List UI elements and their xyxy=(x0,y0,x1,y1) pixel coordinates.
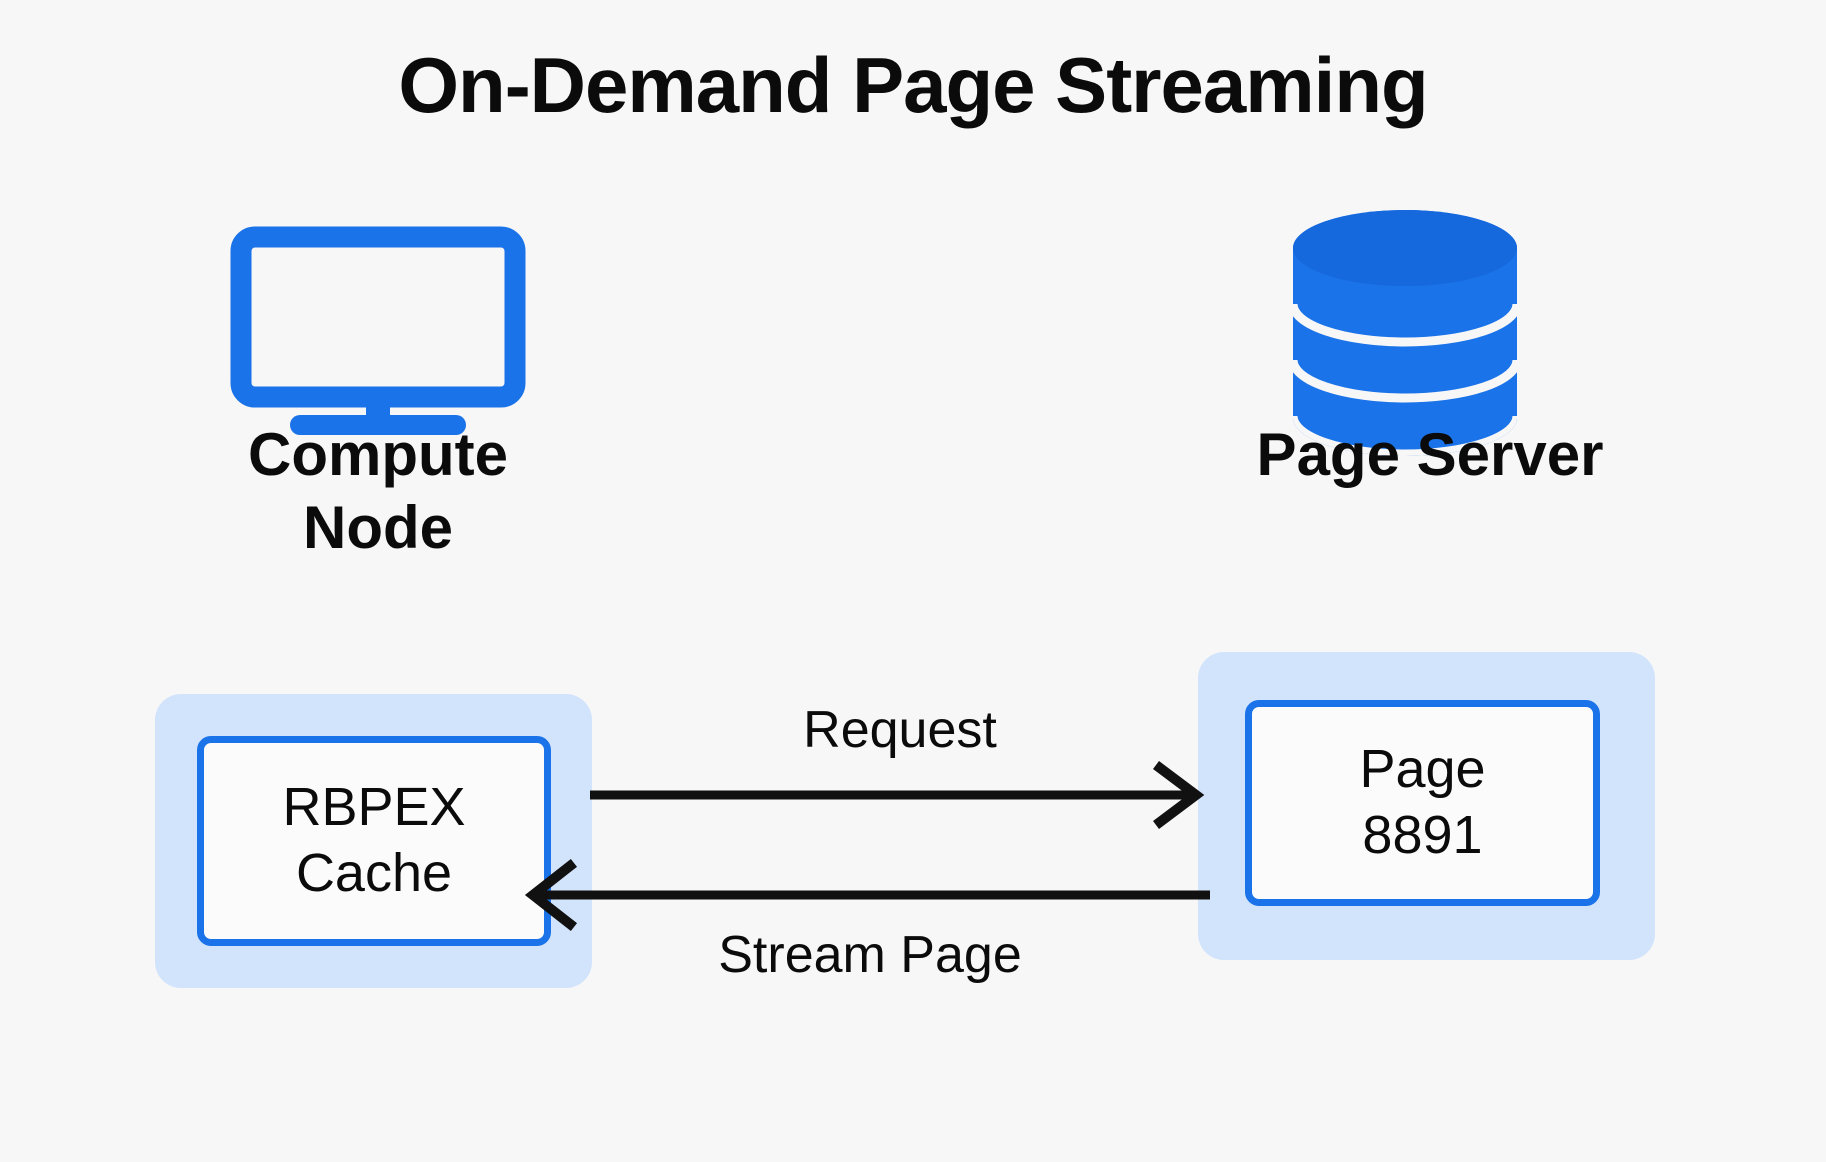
rbpex-cache-box[interactable]: RBPEX Cache xyxy=(197,736,551,946)
stream-page-arrow-label: Stream Page xyxy=(718,926,1022,984)
page-title: On-Demand Page Streaming xyxy=(398,41,1428,129)
database-icon xyxy=(1285,210,1525,465)
stream-page-arrow-icon xyxy=(524,858,1210,932)
page-id-label: Page 8891 xyxy=(1359,739,1486,865)
rbpex-cache-label: RBPEX Cache xyxy=(282,777,466,903)
compute-node-label: Compute Node xyxy=(248,421,508,562)
monitor-icon xyxy=(228,215,528,445)
request-arrow-icon xyxy=(590,761,1205,829)
page-id-box[interactable]: Page 8891 xyxy=(1245,700,1600,906)
page-server-label: Page Server xyxy=(1256,421,1604,488)
request-arrow-label: Request xyxy=(803,701,997,759)
